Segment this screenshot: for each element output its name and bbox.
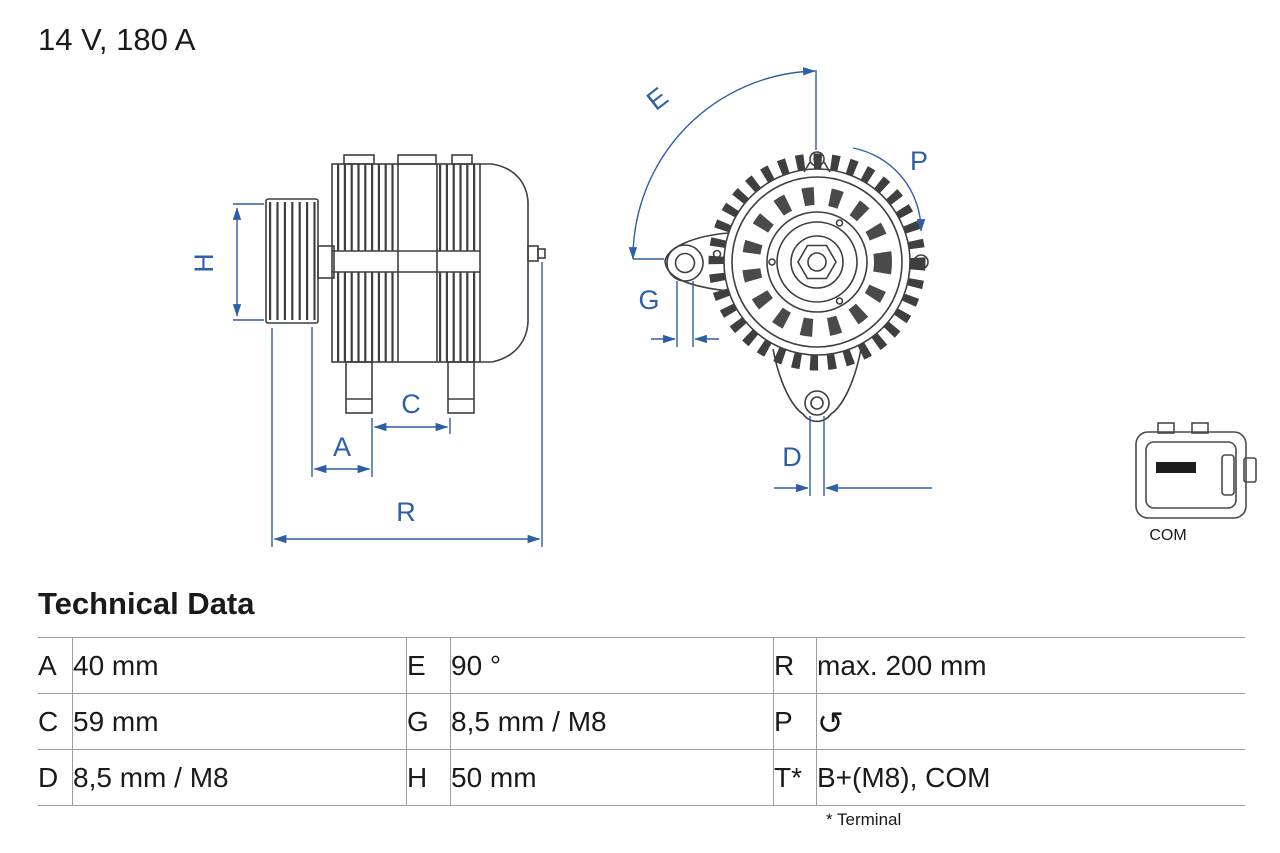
alternator-front-view — [664, 151, 929, 423]
dimension-label-g: G — [638, 285, 659, 315]
table-key-R: R — [773, 637, 817, 694]
technical-drawing: H A C R — [189, 67, 1257, 547]
table-value-T: B+(M8), COM — [816, 749, 1245, 806]
dimension-label-c: C — [401, 389, 421, 419]
dimension-P: P — [852, 146, 928, 232]
table-key-G: G — [406, 693, 451, 750]
table-value-E: 90 ° — [450, 637, 774, 694]
dimension-label-e: E — [641, 82, 674, 117]
right-ear — [913, 254, 929, 270]
table-value-A: 40 mm — [72, 637, 407, 694]
dimension-label-a: A — [333, 432, 351, 462]
alternator-side-view — [265, 154, 546, 414]
table-row: D 8,5 mm / M8 H 50 mm T* B+(M8), COM — [38, 749, 1245, 806]
table-value-H: 50 mm — [450, 749, 774, 806]
bottom-mounting-bracket — [772, 348, 862, 423]
table-key-E: E — [406, 637, 451, 694]
connector-drawing: COM — [1135, 422, 1257, 544]
shaft-nut — [797, 244, 837, 280]
technical-data-table: A 40 mm E 90 ° R max. 200 mm C 59 mm G 8… — [38, 637, 1245, 806]
table-key-D: D — [38, 749, 73, 806]
dimension-C: C — [373, 389, 451, 434]
rotation-ccw-icon: ↺ — [817, 703, 844, 742]
connector-label: COM — [1149, 527, 1186, 544]
table-value-C: 59 mm — [72, 693, 407, 750]
dimension-H: H — [189, 203, 264, 321]
table-key-C: C — [38, 693, 73, 750]
dimension-label-r: R — [396, 497, 416, 527]
table-key-H: H — [406, 749, 451, 806]
dimension-R: R — [271, 262, 543, 547]
mounting-feet — [345, 361, 475, 414]
side-view-dimensions: H A C R — [189, 203, 543, 547]
dimension-A: A — [311, 327, 373, 477]
dimension-label-d: D — [782, 442, 802, 472]
table-row: A 40 mm E 90 ° R max. 200 mm — [38, 637, 1245, 694]
hub — [766, 211, 868, 313]
dimension-D: D — [774, 416, 932, 496]
dimension-label-h: H — [189, 253, 219, 273]
table-key-A: A — [38, 637, 73, 694]
connector-terminal-blade — [1156, 462, 1196, 473]
fan-slots — [742, 187, 892, 337]
table-key-T: T* — [773, 749, 817, 806]
table-value-G: 8,5 mm / M8 — [450, 693, 774, 750]
table-value-P: ↺ — [816, 693, 1245, 750]
dimension-G: G — [638, 281, 719, 347]
terminal-footnote: * Terminal — [826, 810, 902, 829]
table-row: C 59 mm G 8,5 mm / M8 P ↺ — [38, 693, 1245, 750]
table-key-P: P — [773, 693, 817, 750]
pulley — [265, 198, 335, 324]
table-value-R: max. 200 mm — [816, 637, 1245, 694]
technical-data-heading: Technical Data — [38, 586, 255, 621]
page-title: 14 V, 180 A — [38, 22, 196, 57]
alternator-body — [331, 154, 546, 363]
table-value-D: 8,5 mm / M8 — [72, 749, 407, 806]
dimension-E: E — [628, 67, 817, 260]
dimension-label-p: P — [910, 146, 928, 176]
